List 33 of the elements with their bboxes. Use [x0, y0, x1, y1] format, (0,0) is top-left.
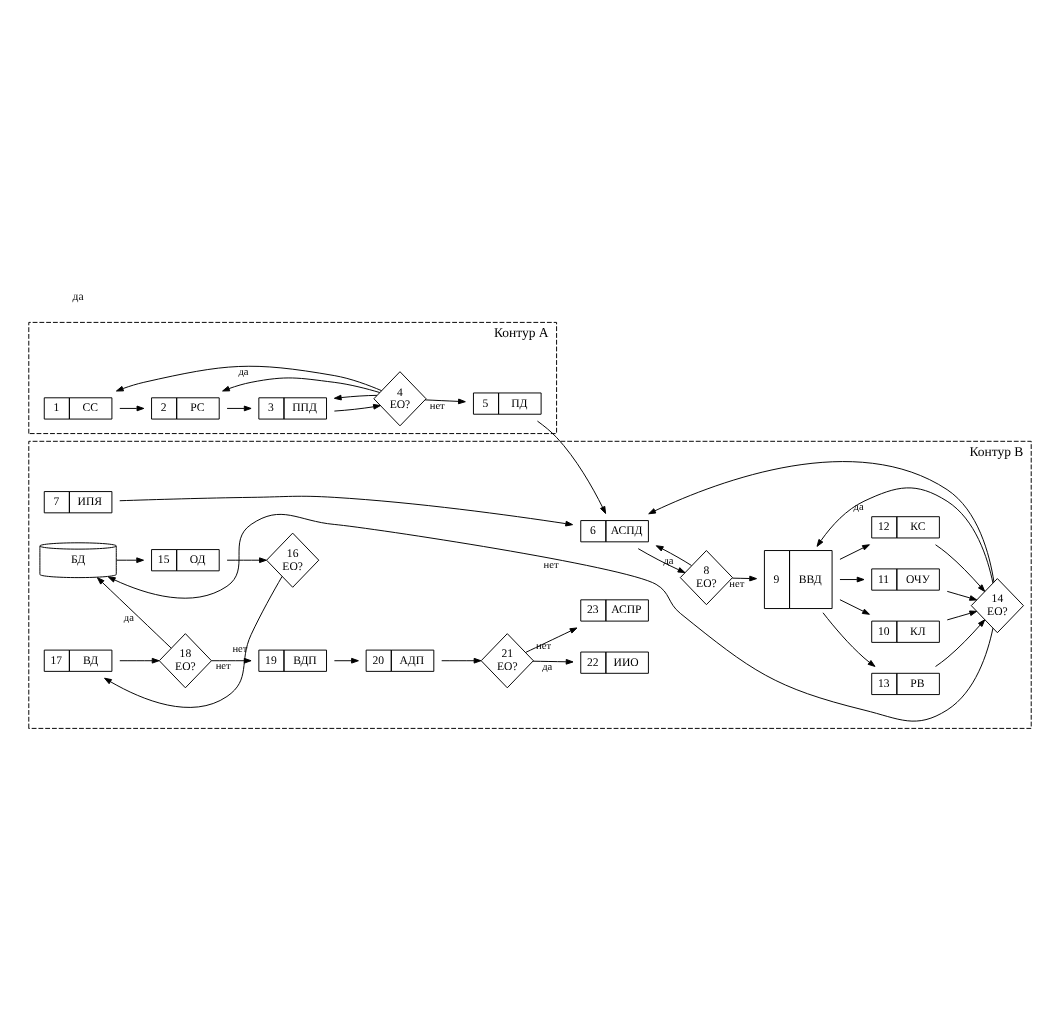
arrow — [935, 619, 986, 667]
arrow — [222, 377, 381, 393]
arrow — [104, 575, 283, 708]
arrow — [116, 557, 144, 564]
arrow — [536, 420, 607, 514]
arrow — [822, 612, 876, 667]
arrow — [532, 658, 574, 665]
arrow — [946, 590, 978, 601]
arrow — [731, 575, 757, 582]
arrow — [525, 627, 578, 653]
arrow — [441, 657, 482, 664]
arrow — [637, 548, 686, 574]
arrow — [816, 487, 994, 584]
arrow — [226, 405, 252, 412]
arrow — [115, 365, 383, 392]
arrow — [96, 577, 172, 649]
arrow — [211, 657, 252, 664]
arrow — [107, 513, 994, 722]
arrow — [839, 599, 870, 615]
arrow — [333, 657, 359, 664]
arrow — [333, 394, 378, 401]
arrow — [935, 544, 986, 592]
arrow — [119, 405, 145, 412]
arrow — [226, 557, 267, 564]
arrow — [424, 398, 466, 405]
arrow — [839, 544, 870, 560]
arrow — [119, 495, 574, 527]
arrow — [655, 545, 692, 566]
arrow — [648, 461, 995, 583]
arrow — [946, 610, 978, 621]
arrow — [839, 576, 865, 583]
arrow — [119, 657, 160, 664]
arrow — [333, 403, 381, 412]
